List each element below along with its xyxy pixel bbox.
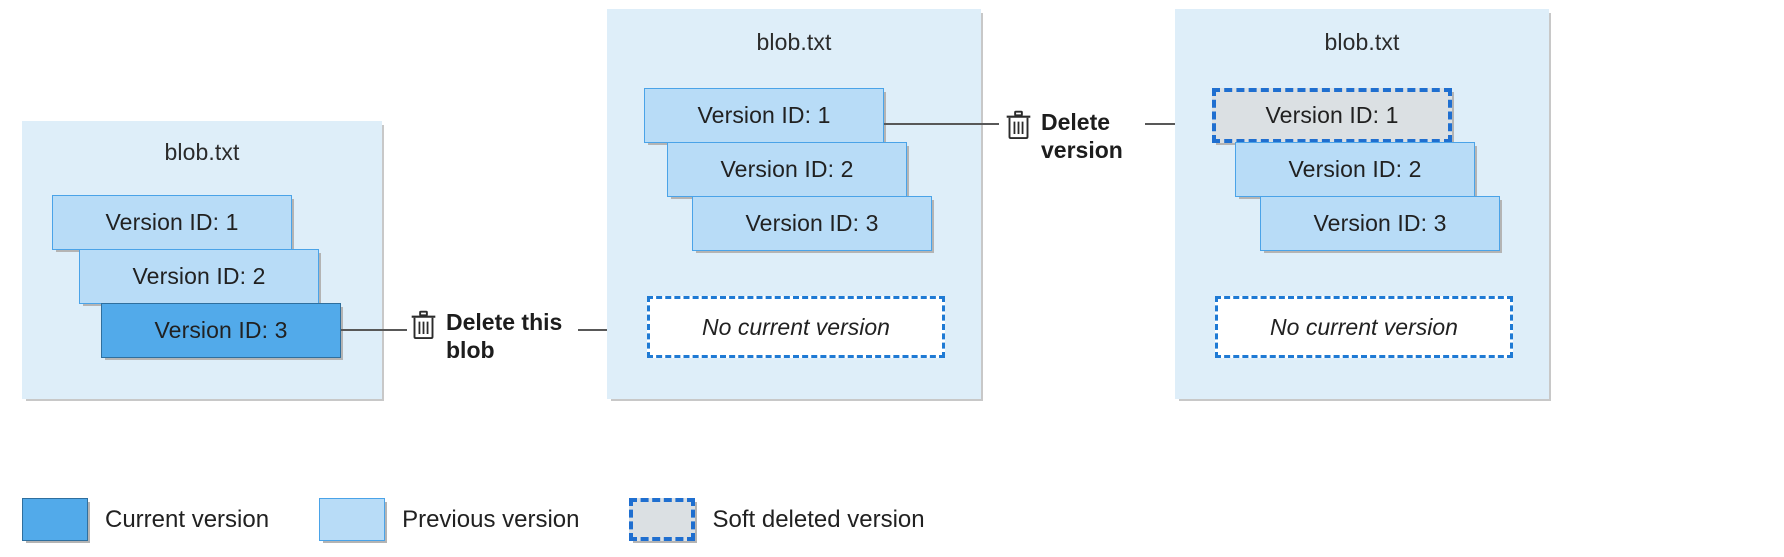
legend-item-soft-deleted-version: Soft deleted version bbox=[629, 498, 925, 541]
action-delete-blob-label: Delete this blob bbox=[446, 309, 563, 364]
version-card-1-soft-deleted[interactable]: Version ID: 1 bbox=[1212, 88, 1452, 143]
blob-panel-after-delete-blob: blob.txt Version ID: 1 Version ID: 2 Ver… bbox=[607, 9, 981, 399]
version-card-3[interactable]: Version ID: 3 bbox=[692, 196, 932, 251]
legend: Current version Previous version Soft de… bbox=[22, 498, 925, 541]
legend-swatch-soft-deleted-version bbox=[629, 498, 696, 541]
panel-title-after-delete-version: blob.txt bbox=[1324, 29, 1400, 55]
legend-swatch-current-version bbox=[22, 498, 88, 541]
blob-panel-initial: blob.txt Version ID: 1 Version ID: 2 Ver… bbox=[22, 121, 382, 399]
no-current-version-placeholder: No current version bbox=[1215, 296, 1513, 358]
version-card-3[interactable]: Version ID: 3 bbox=[1260, 196, 1500, 251]
version-card-2[interactable]: Version ID: 2 bbox=[1235, 142, 1475, 197]
version-card-3[interactable]: Version ID: 3 bbox=[101, 303, 341, 358]
no-current-version-placeholder: No current version bbox=[647, 296, 945, 358]
version-card-1[interactable]: Version ID: 1 bbox=[52, 195, 292, 250]
panel-title-after-delete-blob: blob.txt bbox=[756, 29, 832, 55]
legend-label-current-version: Current version bbox=[105, 505, 270, 533]
legend-label-soft-deleted-version: Soft deleted version bbox=[712, 505, 925, 533]
trash-icon bbox=[410, 310, 437, 345]
legend-item-current-version: Current version bbox=[22, 498, 269, 541]
trash-icon bbox=[1005, 110, 1032, 145]
action-delete-version-label: Delete version bbox=[1041, 109, 1123, 164]
version-card-1[interactable]: Version ID: 1 bbox=[644, 88, 884, 143]
legend-item-previous-version: Previous version bbox=[319, 498, 579, 541]
panel-title-initial: blob.txt bbox=[164, 139, 240, 165]
legend-label-previous-version: Previous version bbox=[402, 505, 580, 533]
version-card-2[interactable]: Version ID: 2 bbox=[79, 249, 319, 304]
connector-line-delete-blob-in bbox=[341, 329, 407, 331]
connector-line-delete-version-in bbox=[884, 123, 999, 125]
version-card-2[interactable]: Version ID: 2 bbox=[667, 142, 907, 197]
blob-panel-after-delete-version: blob.txt Version ID: 1 Version ID: 2 Ver… bbox=[1175, 9, 1549, 399]
legend-swatch-previous-version bbox=[319, 498, 386, 541]
action-delete-version[interactable]: Delete version bbox=[1005, 108, 1123, 164]
action-delete-blob[interactable]: Delete this blob bbox=[410, 308, 562, 364]
